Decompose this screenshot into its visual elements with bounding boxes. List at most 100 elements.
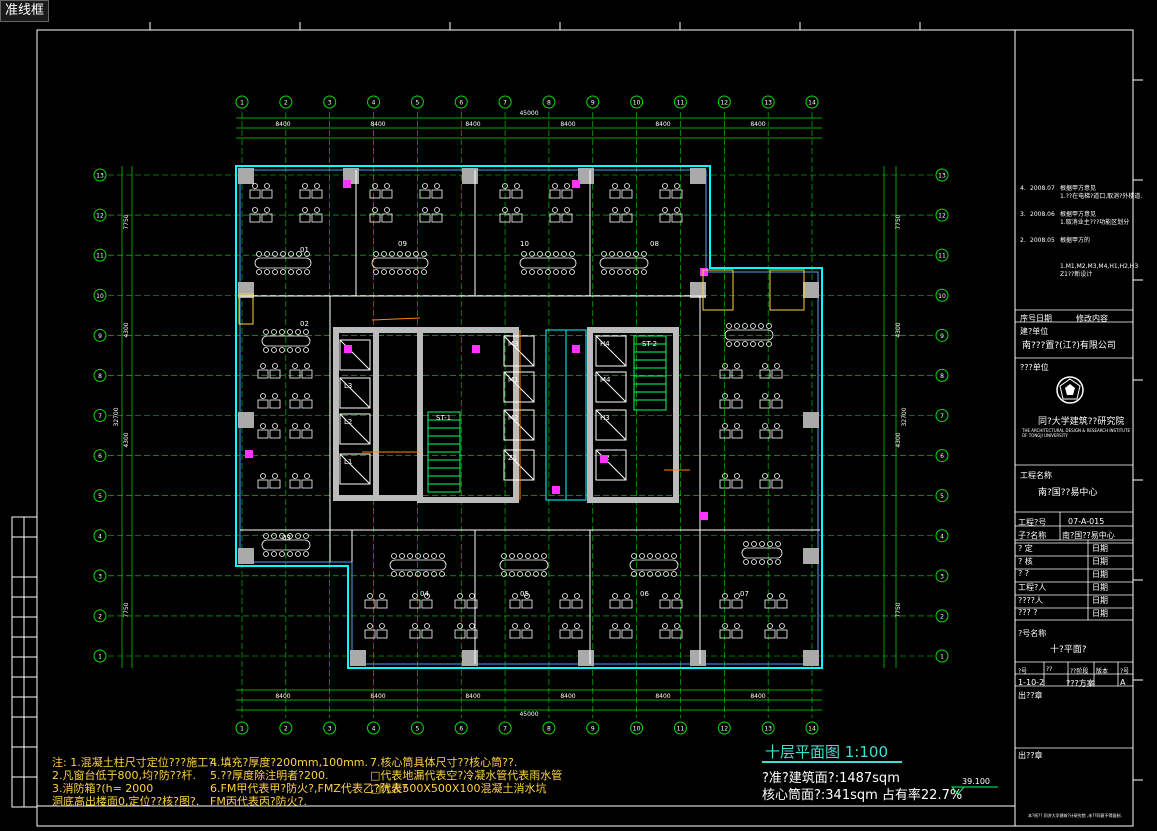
chair bbox=[397, 269, 403, 275]
chair bbox=[469, 623, 475, 629]
chair bbox=[663, 571, 669, 577]
column bbox=[238, 412, 254, 428]
desk bbox=[549, 189, 561, 199]
chair bbox=[734, 593, 740, 599]
desk bbox=[549, 213, 561, 223]
chair bbox=[260, 363, 266, 369]
chair bbox=[674, 207, 680, 213]
signoff-date-label: 日期 bbox=[1092, 544, 1108, 553]
chair bbox=[541, 553, 547, 559]
desk bbox=[381, 213, 393, 223]
project-label: 工程名称 bbox=[1020, 471, 1052, 480]
chair bbox=[775, 541, 781, 547]
chair bbox=[751, 541, 757, 547]
chair bbox=[631, 571, 637, 577]
chair bbox=[280, 251, 286, 257]
chair bbox=[561, 269, 567, 275]
chair bbox=[633, 269, 639, 275]
footer-note: 本?纸?? 同济大学建筑?计研究院 ,未??同意不得复制. bbox=[1028, 813, 1122, 818]
grid-label-row: 7 bbox=[940, 413, 944, 420]
grid-label-row: 9 bbox=[98, 333, 102, 340]
chair bbox=[263, 347, 269, 353]
desk bbox=[731, 369, 743, 379]
chair bbox=[612, 623, 618, 629]
chair bbox=[662, 593, 668, 599]
chair bbox=[439, 553, 445, 559]
chair bbox=[562, 593, 568, 599]
chair bbox=[609, 251, 615, 257]
desk bbox=[719, 599, 731, 609]
column bbox=[238, 548, 254, 564]
grid-bubble-col bbox=[454, 95, 468, 109]
desk bbox=[364, 629, 376, 639]
desk bbox=[431, 189, 443, 199]
desk bbox=[299, 189, 311, 199]
stair-label-2: ST-2 bbox=[642, 340, 657, 348]
desk bbox=[289, 479, 301, 489]
dim-top: 8400 bbox=[655, 121, 670, 128]
chair bbox=[287, 329, 293, 335]
desk bbox=[561, 189, 573, 199]
dim-bottom: 8400 bbox=[655, 693, 670, 700]
grid-bubble-col bbox=[323, 721, 337, 735]
chair bbox=[514, 183, 520, 189]
notes-col-3: 7.核心筒具体尺寸??核心筒??.□代表地漏代表空?冷凝水管代表雨水管□代表50… bbox=[370, 756, 562, 795]
grid-bubble-row bbox=[93, 609, 107, 623]
desk bbox=[257, 369, 269, 379]
grid-label-col: 11 bbox=[677, 100, 685, 107]
grid-bubble-col bbox=[498, 721, 512, 735]
stair-st2 bbox=[633, 335, 667, 411]
chair bbox=[271, 329, 277, 335]
desk bbox=[521, 629, 533, 639]
chair bbox=[469, 593, 475, 599]
lift-shaft bbox=[503, 449, 535, 481]
desk bbox=[521, 599, 533, 609]
chair bbox=[280, 269, 286, 275]
chair bbox=[762, 363, 768, 369]
desk bbox=[559, 629, 571, 639]
desk bbox=[301, 369, 313, 379]
signoff-role: ????人 bbox=[1018, 596, 1043, 605]
drawing-title: 十层平面图 1:100 bbox=[765, 743, 888, 761]
chair bbox=[561, 251, 567, 257]
desk bbox=[659, 599, 671, 609]
grid-bubble-col bbox=[805, 95, 819, 109]
chair bbox=[405, 269, 411, 275]
desk bbox=[509, 629, 521, 639]
desk bbox=[759, 429, 771, 439]
lift-shaft bbox=[595, 409, 627, 441]
desk bbox=[499, 189, 511, 199]
chair bbox=[304, 423, 310, 429]
chair bbox=[263, 329, 269, 335]
grid-bubble-col bbox=[717, 721, 731, 735]
desk bbox=[269, 369, 281, 379]
meeting-table bbox=[371, 257, 429, 269]
layer-label[interactable]: 准线框 bbox=[0, 0, 50, 22]
lift-shaft bbox=[503, 371, 535, 403]
desk bbox=[249, 213, 261, 223]
column bbox=[803, 282, 819, 298]
chair bbox=[524, 623, 530, 629]
sub-item-label: 子?名称 bbox=[1018, 531, 1047, 540]
desk bbox=[609, 213, 621, 223]
grid-label-col: 8 bbox=[547, 726, 551, 733]
chair bbox=[314, 207, 320, 213]
grid-bubble-row bbox=[935, 609, 949, 623]
core-area: 核心筒面?:341sqm 占有率22.7% bbox=[762, 788, 963, 803]
level-mark: 39.100 bbox=[962, 777, 990, 786]
grid-label-col: 7 bbox=[503, 100, 507, 107]
marker bbox=[245, 450, 253, 458]
project-name: 南?国??易中心 bbox=[1038, 488, 1098, 498]
revision-text: 根据甲方意见 1.取消业主???功能区划分 bbox=[1060, 211, 1130, 226]
core bbox=[333, 327, 679, 503]
chair bbox=[521, 269, 527, 275]
signoff-role: ??? ? bbox=[1018, 608, 1038, 617]
desk bbox=[671, 189, 683, 199]
chair bbox=[631, 553, 637, 559]
desk bbox=[571, 599, 583, 609]
chair bbox=[641, 269, 647, 275]
dim-top: 8400 bbox=[560, 121, 575, 128]
grid-label-row: 9 bbox=[940, 333, 944, 340]
chair bbox=[624, 183, 630, 189]
